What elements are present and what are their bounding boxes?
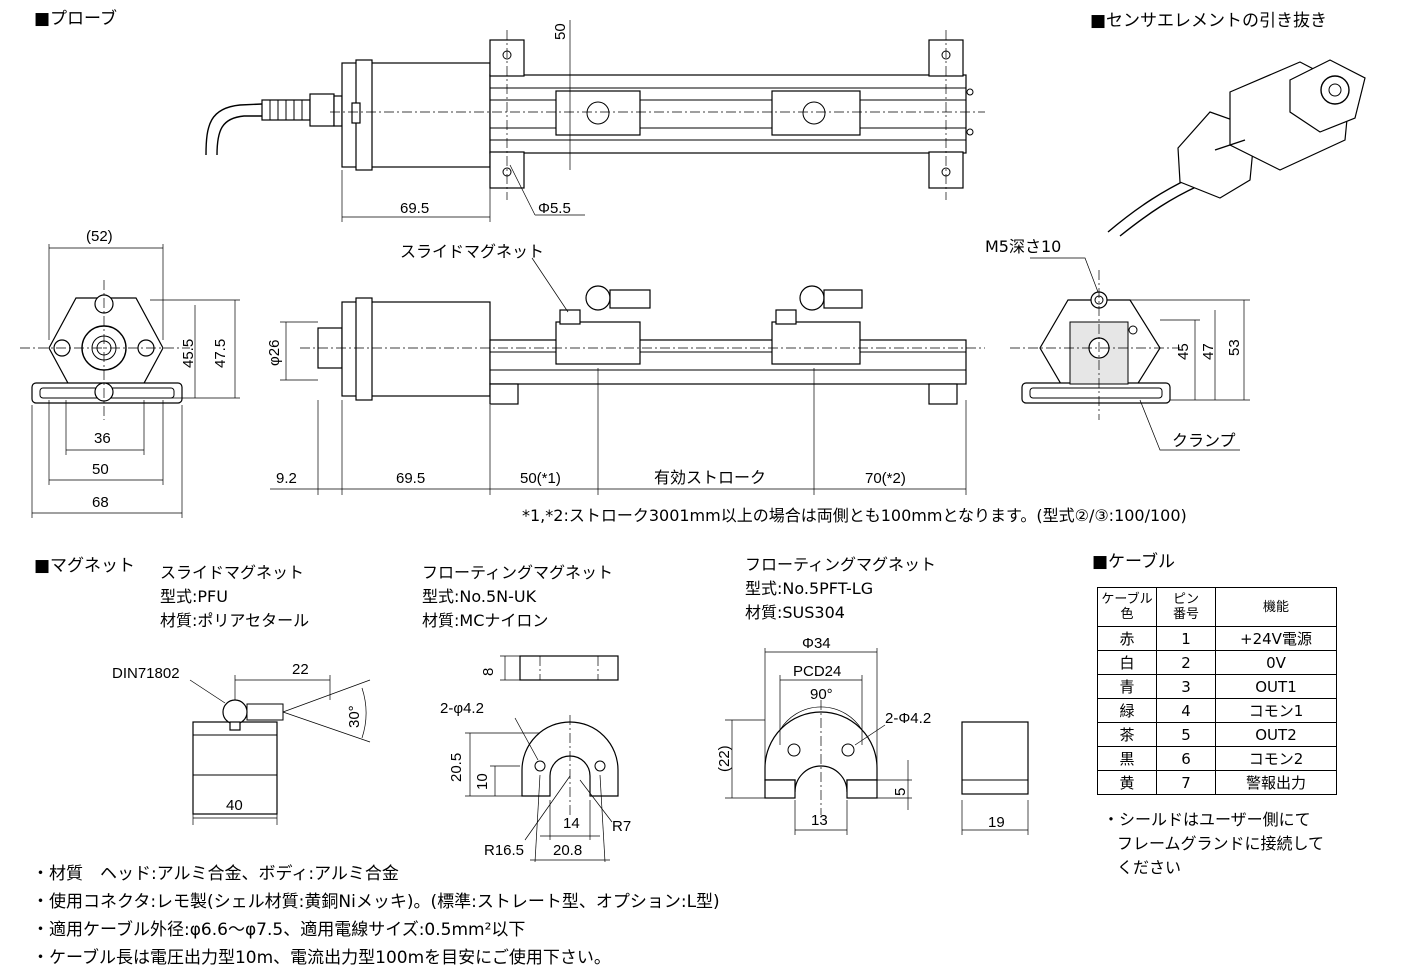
n5-r7: R7 — [612, 818, 632, 835]
pft-model: 型式:No.5PFT-LG — [745, 579, 874, 598]
cable-note-1: ・シールドはユーザー側にて — [1103, 810, 1311, 829]
pfu-name: スライドマグネット — [160, 563, 305, 582]
dim-side-70: 70(*2) — [865, 470, 906, 487]
pfu-model: 型式:PFU — [160, 587, 228, 606]
label-slide-magnet: スライドマグネット — [400, 242, 545, 261]
dim-front-475: 47.5 — [212, 338, 229, 368]
dim-top-695: 69.5 — [400, 200, 430, 217]
note-line: ・材質 ヘッド:アルミ合金、ボディ:アルミ合金 — [32, 864, 399, 884]
pft-hole: 2-Φ4.2 — [885, 710, 932, 727]
label-clamp: クランプ — [1172, 431, 1236, 450]
section-cable: ■ケーブル — [1092, 552, 1176, 572]
dim-front-455: 45.5 — [180, 338, 197, 368]
section-extract: ■センサエレメントの引き抜き — [1090, 11, 1328, 31]
probe-top-view — [205, 20, 985, 222]
dim-side-695: 69.5 — [396, 470, 426, 487]
pfu-dim-22: 22 — [292, 661, 309, 678]
dim-front-50: 50 — [92, 461, 109, 478]
stroke-note: *1,*2:ストローク3001mm以上の場合は両側とも100mmとなります。(型… — [522, 506, 1187, 525]
pft-dim-13: 13 — [811, 812, 828, 829]
pft-phi34: Φ34 — [802, 635, 831, 652]
dim-side-stroke: 有効ストローク — [654, 468, 767, 487]
dim-end-45: 45 — [1175, 343, 1192, 360]
sensor-extraction-illustration — [1107, 59, 1366, 237]
pft-material: 材質:SUS304 — [745, 603, 845, 622]
pft-name: フローティングマグネット — [745, 555, 937, 574]
probe-end-view — [1010, 257, 1250, 451]
cable-note-3: ください — [1117, 858, 1182, 877]
dim-side-phi26: φ26 — [266, 339, 283, 366]
pfu-dim-30: 30° — [346, 705, 363, 728]
cable-header-color: ケーブル 色 — [1097, 587, 1157, 627]
n5-dim-10: 10 — [474, 773, 491, 790]
pft-deg90: 90° — [810, 686, 833, 703]
n5-dim-14: 14 — [563, 815, 580, 832]
cable-header-pin: ピン 番号 — [1156, 587, 1216, 627]
n5-material: 材質:MCナイロン — [422, 611, 549, 630]
n5-dim-8: 8 — [480, 667, 497, 676]
pft-pcd: PCD24 — [793, 663, 842, 680]
cable-note-2: フレームグランドに接続して — [1117, 834, 1325, 853]
section-probe: ■プローブ — [34, 9, 118, 29]
n5-dim-208: 20.8 — [553, 842, 583, 859]
magnet-5n-drawing — [465, 655, 619, 863]
pfu-din: DIN71802 — [112, 665, 180, 682]
n5-dim-205: 20.5 — [448, 752, 465, 782]
dim-end-53: 53 — [1226, 339, 1243, 356]
n5-name: フローティングマグネット — [422, 563, 614, 582]
note-line: ・ケーブル長は電圧出力型10m、電流出力型100mを目安にご使用下さい。 — [32, 948, 611, 968]
dim-side-50a: 50(*1) — [520, 470, 561, 487]
note-line: ・適用ケーブル外径:φ6.6〜φ7.5、適用電線サイズ:0.5mm²以下 — [32, 920, 526, 940]
dim-front-52: (52) — [86, 228, 113, 245]
pft-dim-19: 19 — [988, 814, 1005, 831]
pfu-material: 材質:ポリアセタール — [160, 611, 310, 630]
magnet-pfu-drawing — [189, 675, 371, 825]
pft-dim-22: (22) — [716, 745, 733, 772]
n5-r165: R16.5 — [484, 842, 525, 859]
dim-top-50: 50 — [552, 23, 569, 40]
section-magnet: ■マグネット — [34, 556, 136, 576]
magnet-5pft-drawing — [725, 648, 1029, 835]
note-line: ・使用コネクタ:レモ製(シェル材質:黄銅Niメッキ)。(標準:ストレート型、オプ… — [32, 892, 720, 912]
n5-hole: 2-φ4.2 — [440, 700, 484, 717]
label-m5: M5深さ10 — [985, 237, 1062, 256]
cable-header-function: 機能 — [1215, 587, 1337, 627]
probe-front-view — [20, 244, 240, 518]
pft-dim-5: 5 — [892, 787, 909, 796]
dim-front-36: 36 — [94, 430, 111, 447]
dim-end-47: 47 — [1200, 343, 1217, 360]
spec-notes: ・材質 ヘッド:アルミ合金、ボディ:アルミ合金 ・使用コネクタ:レモ製(シェル材… — [32, 860, 720, 972]
dim-front-68: 68 — [92, 494, 109, 511]
dim-side-92: 9.2 — [276, 470, 297, 487]
pfu-dim-40: 40 — [226, 797, 243, 814]
dim-top-phi55: Φ5.5 — [538, 200, 571, 217]
n5-model: 型式:No.5N-UK — [422, 587, 537, 606]
probe-side-view — [270, 257, 985, 495]
